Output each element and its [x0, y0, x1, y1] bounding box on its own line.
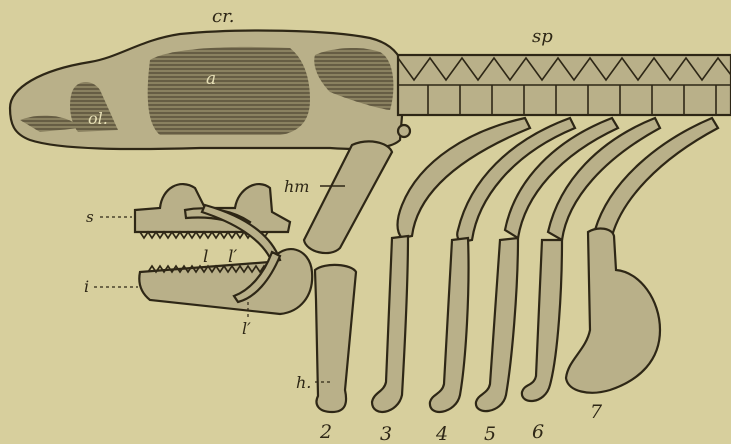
arch-number-6: 6	[532, 421, 544, 443]
hyomandibular	[304, 141, 392, 253]
label-s: s	[86, 208, 94, 226]
arch-6-lower	[522, 240, 562, 401]
arch-number-4: 4	[435, 423, 448, 444]
label-l: l	[203, 247, 208, 267]
spinal-column	[398, 55, 731, 115]
arch-7-upper	[595, 118, 718, 236]
label-hm: hm	[284, 177, 309, 196]
arch-3-lower	[372, 236, 408, 412]
arch-number-7: 7	[590, 401, 603, 423]
foramen	[398, 125, 410, 137]
label-sp: sp	[532, 26, 553, 47]
brain-cavity	[148, 47, 310, 135]
arch-7-lower	[566, 229, 660, 393]
hyoid-arch	[315, 265, 356, 412]
label-l-prime: l′	[228, 247, 237, 267]
label-h: h.	[296, 373, 311, 392]
label-a: a	[206, 69, 216, 89]
arch-4-lower	[430, 238, 469, 412]
label-i: i	[84, 277, 89, 296]
label-l-prime-lower: l′	[242, 319, 251, 338]
label-cr: cr.	[212, 6, 234, 27]
label-ol: ol.	[88, 109, 108, 128]
cranium	[10, 31, 410, 150]
branchial-arches	[372, 118, 718, 412]
lower-jaw	[139, 249, 312, 314]
arch-number-2: 2	[319, 421, 332, 443]
arch-5-lower	[476, 238, 518, 411]
arch-number-3: 3	[380, 423, 392, 444]
arch-number-5: 5	[484, 423, 496, 444]
